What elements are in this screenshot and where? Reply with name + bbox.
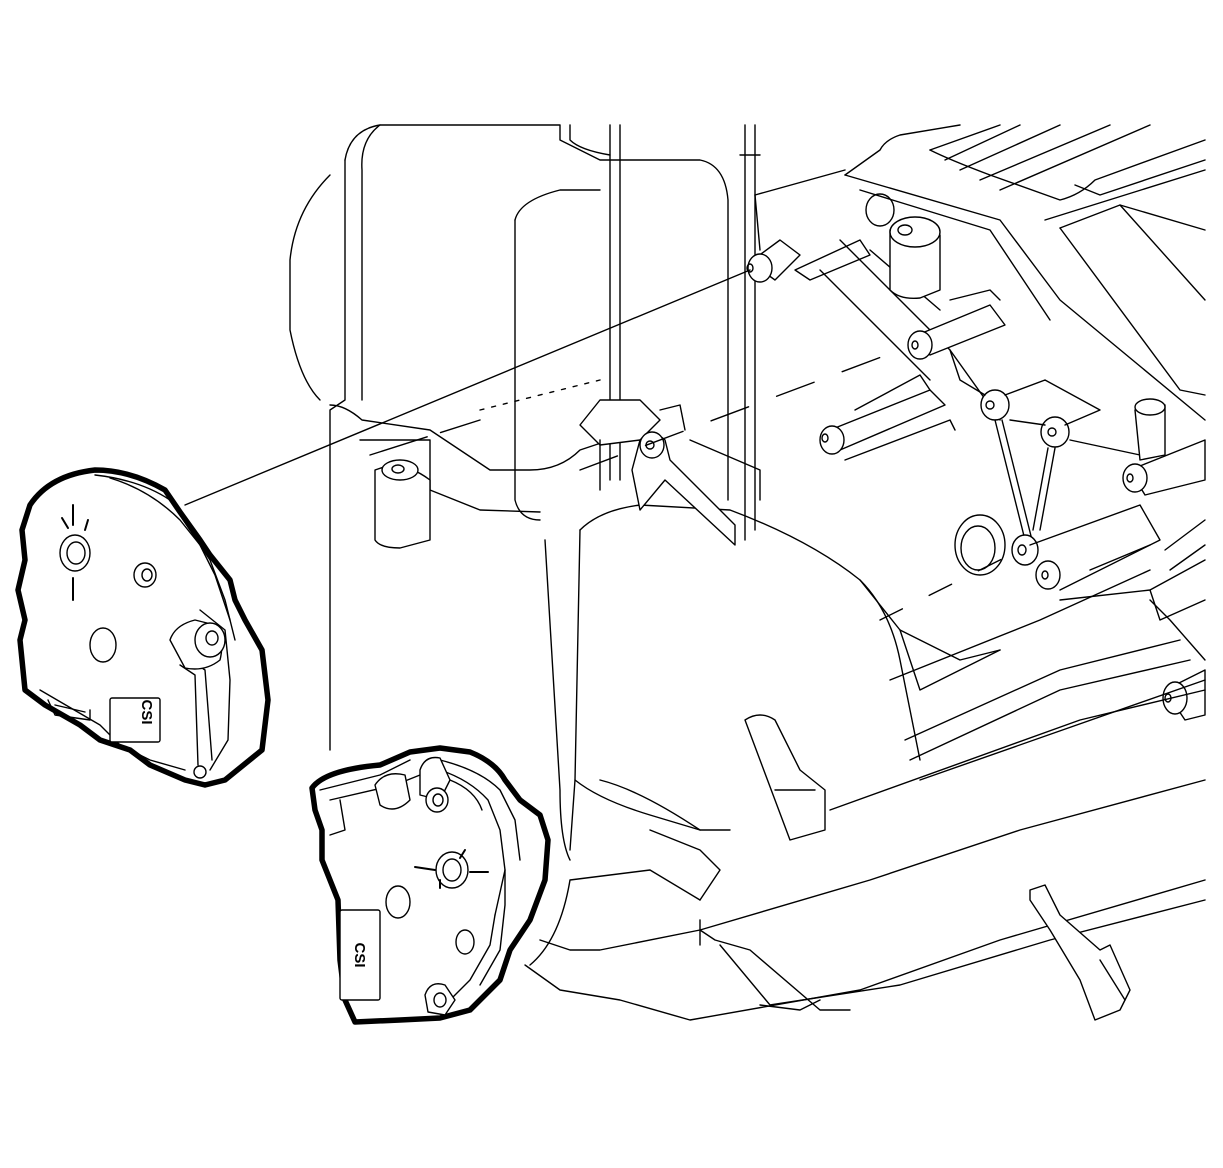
pin-boss-2: [907, 289, 1006, 360]
pin-boss-3: [819, 374, 956, 461]
pin-boss-5: [1122, 439, 1206, 496]
upper-actuator-label-text: CSI: [138, 699, 155, 724]
installation-lines: [184, 269, 1021, 621]
pin-boss-1: [746, 239, 871, 283]
upper-actuator[interactable]: CSI: [15, 467, 271, 788]
upper-actuator-shaft: [59, 504, 91, 601]
pin-boss-4: [980, 379, 1166, 461]
upper-actuator-label: CSI: [109, 697, 161, 743]
hvac-module-housing: [289, 124, 1206, 1021]
lower-actuator-shaft: [414, 849, 489, 889]
lower-actuator[interactable]: CSI: [309, 745, 551, 1025]
lower-actuator-label-text: CSI: [351, 942, 368, 967]
lower-actuator-label: CSI: [339, 909, 381, 1001]
